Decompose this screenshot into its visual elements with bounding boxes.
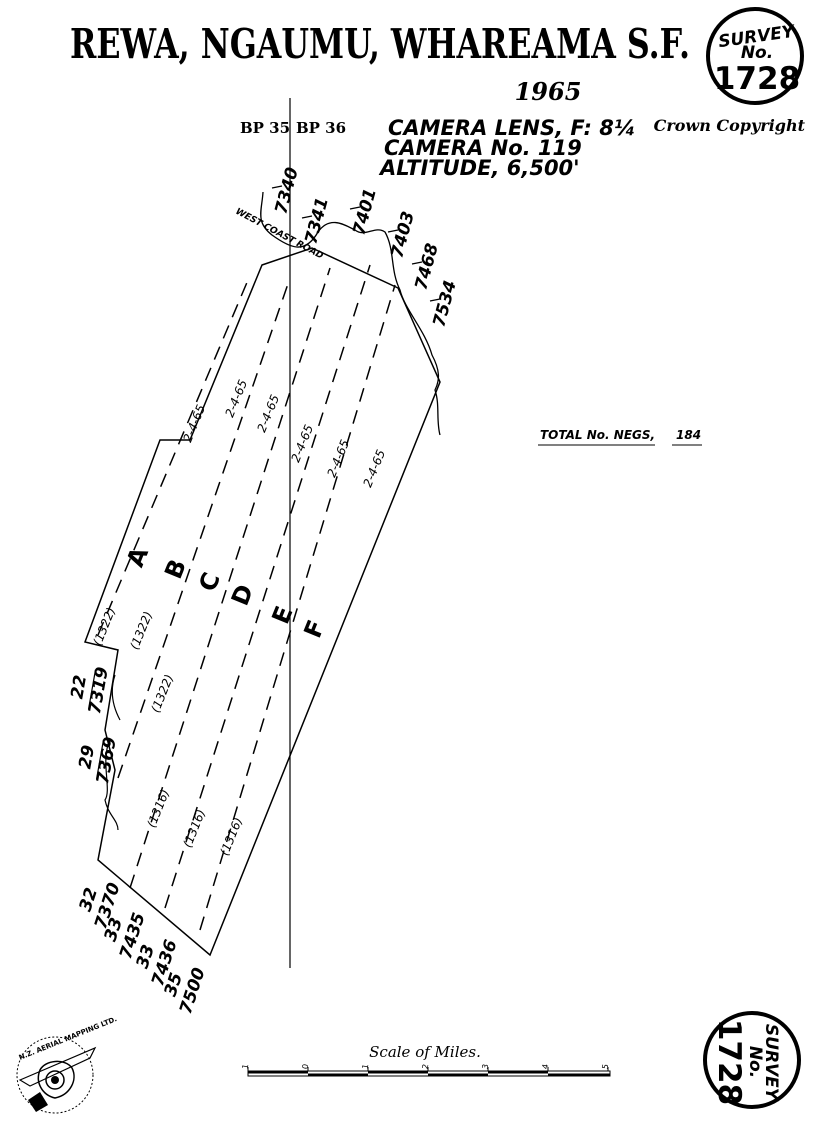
scale-tick-label: 2 <box>421 1063 431 1070</box>
camera-lens: CAMERA LENS, F: 8¼ <box>388 116 636 140</box>
flight-run-lines <box>97 264 396 931</box>
flight-run-line <box>117 277 291 779</box>
flight-run-date: 2-4-65 <box>360 448 388 490</box>
survey-seal-bottom-label: SURVEY <box>761 1024 781 1102</box>
coast-line <box>104 674 121 831</box>
frame-marker <box>271 185 283 189</box>
flight-run-letter: D <box>226 581 259 610</box>
scale-tick-label: 1 <box>361 1063 371 1070</box>
flight-run-date: 2-4-65 <box>324 438 352 480</box>
bp-right-label: BP 36 <box>296 119 346 137</box>
top-frame-number: 7340 <box>271 165 303 216</box>
scale-ticks: 1 0 1 2 3 4 5 <box>241 1063 611 1071</box>
frame-marker <box>429 298 441 302</box>
total-negs-value: 184 <box>676 428 701 442</box>
scale-tick-label: 3 <box>481 1063 491 1070</box>
scale-tick-label: 4 <box>541 1063 551 1070</box>
frame-marker <box>301 215 313 219</box>
map-title: REWA, NGAUMU, WHAREAMA S.F. <box>70 20 690 68</box>
top-frame-number: 7468 <box>411 241 443 292</box>
coverage-boundary <box>84 247 441 957</box>
scale-title: Scale of Miles. <box>369 1043 481 1061</box>
scale-tick-label: 0 <box>301 1063 311 1070</box>
flight-run-line <box>164 264 371 909</box>
flight-run-camera-ref: (1322) <box>127 609 155 651</box>
survey-year: 1965 <box>515 77 582 106</box>
flight-run-date: 2-4-65 <box>288 423 316 465</box>
flight-run-date: 2-4-65 <box>222 378 250 420</box>
survey-seal-no: No. <box>741 43 773 63</box>
logo-text: N.Z. AERIAL MAPPING LTD. <box>18 1015 118 1062</box>
flight-run-date: 2-4-65 <box>180 403 208 445</box>
flight-run-line <box>129 267 331 889</box>
flight-run-labels: A2-4-65(1322)B2-4-65(1322)C2-4-65(1322)D… <box>90 378 388 858</box>
scale-bar: Scale of Miles. 1 0 1 2 3 4 5 <box>241 1043 611 1077</box>
side-run-number: 22 <box>67 674 91 701</box>
camera-info: CAMERA LENS, F: 8¼ CAMERA No. 119 ALTITU… <box>378 116 636 180</box>
flight-run-camera-ref: (1316) <box>180 807 208 849</box>
survey-seal-bottom-no: No. <box>745 1046 765 1078</box>
stream-line <box>260 191 441 436</box>
flight-run-line <box>97 279 249 636</box>
frame-marker <box>349 206 361 210</box>
total-negatives: TOTAL No. NEGS, 184 <box>538 428 702 446</box>
top-frame-number: 7403 <box>387 209 419 260</box>
flight-run-letter: E <box>267 602 299 628</box>
bp-left-label: BP 35 <box>240 119 290 137</box>
flight-run-camera-ref: (1316) <box>217 815 245 857</box>
survey-seal-number: 1728 <box>714 61 800 97</box>
survey-seal-top: SURVEY No. 1728 <box>706 7 804 105</box>
top-frame-number: 7534 <box>429 278 461 329</box>
scale-tick-label: 1 <box>241 1063 251 1070</box>
camera-number: CAMERA No. 119 <box>384 136 582 160</box>
aerial-mapping-logo: N.Z. AERIAL MAPPING LTD. <box>16 1015 118 1114</box>
total-negs-label: TOTAL No. NEGS, <box>540 428 655 442</box>
survey-seal-bottom: SURVEY No. 1728 <box>703 1011 801 1109</box>
survey-seal-bottom-number: 1728 <box>711 1019 747 1105</box>
frame-marker <box>387 229 399 233</box>
flight-run-letter: C <box>193 569 226 596</box>
flight-run-camera-ref: (1316) <box>144 787 172 829</box>
scale-tick-label: 5 <box>601 1063 611 1070</box>
camera-altitude: ALTITUDE, 6,500' <box>378 156 580 180</box>
flight-run-line <box>199 284 396 931</box>
side-run-number: 29 <box>75 744 99 771</box>
flight-run-camera-ref: (1322) <box>90 605 118 647</box>
frame-marker <box>411 261 423 265</box>
top-frame-number: 7341 <box>301 195 333 246</box>
crown-copyright: Crown Copyright <box>654 116 806 135</box>
flight-run-letter: F <box>299 616 331 642</box>
